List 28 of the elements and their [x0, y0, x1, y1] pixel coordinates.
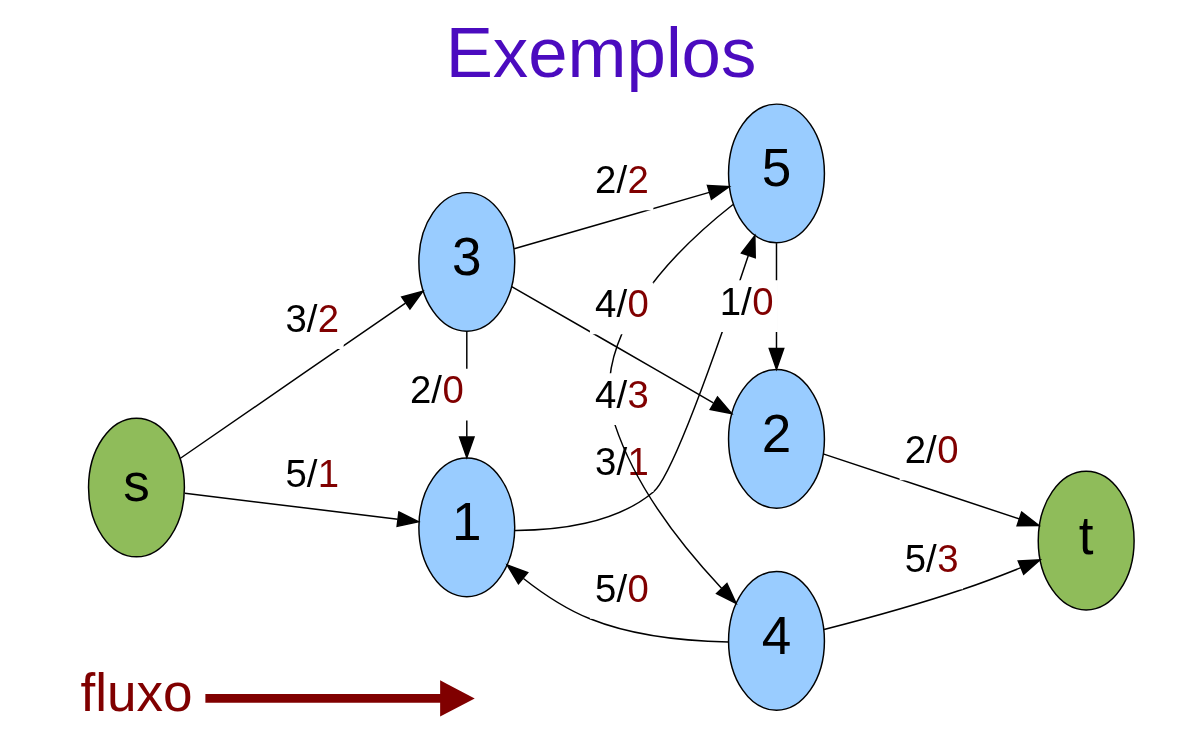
node-ellipse: 1 — [418, 457, 516, 598]
arrow — [510, 286, 734, 415]
node-ellipse: s — [87, 417, 186, 558]
arrow — [205, 680, 475, 717]
diagram-title: Exemplos — [445, 12, 757, 92]
node-ellipse: 4 — [727, 570, 826, 711]
edge-label: 3/2 — [285, 296, 340, 340]
arrow — [513, 184, 732, 250]
arrow — [823, 559, 1043, 631]
edge-label: 5/0 — [595, 566, 649, 610]
arrow — [505, 563, 730, 643]
edge-label: 4/3 — [595, 372, 649, 416]
arrow — [184, 492, 421, 528]
node-ellipse: 2 — [727, 368, 826, 509]
arrow — [823, 453, 1042, 527]
edge-label: 2/0 — [904, 427, 959, 471]
edge-label: 4/0 — [595, 281, 649, 325]
edge-label: 5/3 — [904, 537, 959, 581]
node-text: fluxo — [80, 663, 193, 723]
edge-label: 1/0 — [719, 279, 774, 323]
edge-label: 2/0 — [410, 368, 464, 412]
node-ellipse: 3 — [418, 191, 516, 332]
node-ellipse: t — [1037, 470, 1135, 611]
edge-label: 2/2 — [595, 158, 649, 202]
node-ellipse: 5 — [727, 103, 826, 244]
arrow — [179, 289, 425, 460]
edge-label: 3/1 — [595, 439, 649, 483]
edge-label: 5/1 — [285, 451, 340, 495]
